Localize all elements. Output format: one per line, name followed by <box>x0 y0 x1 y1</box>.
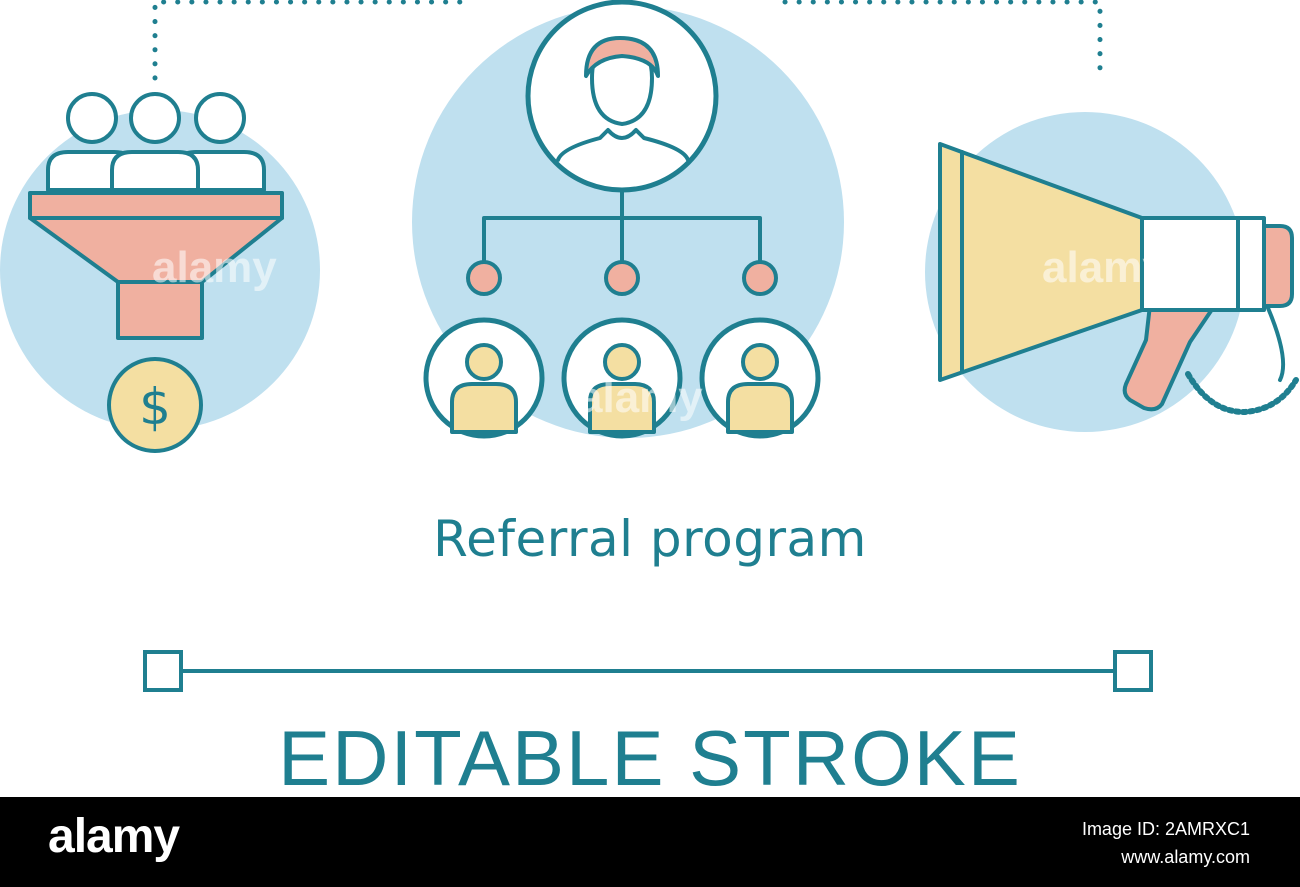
svg-text:alamy: alamy <box>1042 243 1167 292</box>
stock-footer-bar: alamy Image ID: 2AMRXC1 www.alamy.com <box>0 797 1300 887</box>
sales-funnel-icon <box>28 92 284 340</box>
referral-network-icon <box>423 0 821 439</box>
image-id-label: Image ID: 2AMRXC1 <box>1081 819 1250 839</box>
svg-text:alamy: alamy <box>152 243 277 292</box>
illustration: $ <box>0 0 1299 692</box>
concept-title: Referral program <box>433 510 867 568</box>
editable-stroke-label: EDITABLE STROKE <box>278 718 1022 798</box>
stroke-handle-right <box>1113 650 1153 692</box>
stroke-handle-left <box>143 650 183 692</box>
watermark: alamy alamy alamy <box>152 243 1167 422</box>
currency-symbol: $ <box>139 378 171 436</box>
svg-text:alamy: alamy <box>578 373 703 422</box>
site-url: www.alamy.com <box>1121 847 1250 867</box>
dollar-coin-icon: $ <box>107 357 203 453</box>
dotted-connector <box>152 0 1103 81</box>
brand-logo: alamy <box>48 810 180 863</box>
megaphone-icon <box>938 142 1299 415</box>
editable-stroke-sample <box>143 650 1153 692</box>
